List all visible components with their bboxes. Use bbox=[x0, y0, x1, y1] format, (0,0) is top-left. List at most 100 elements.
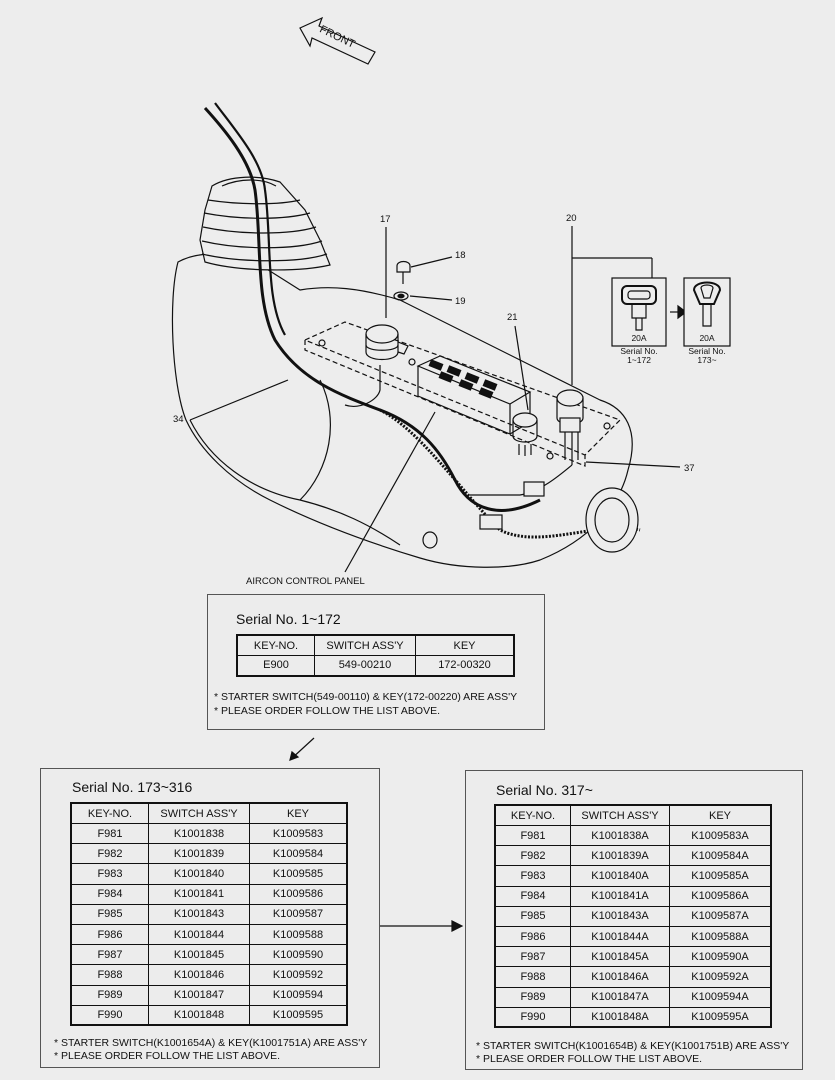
table-b-header-switch: SWITCH ASS'Y bbox=[148, 802, 250, 824]
table-cell: K1009587 bbox=[249, 903, 348, 925]
table-c-header-switch: SWITCH ASS'Y bbox=[570, 804, 670, 826]
table-cell: F984 bbox=[70, 883, 149, 905]
table-a-cell: 172-00320 bbox=[415, 655, 515, 676]
table-cell: F984 bbox=[494, 885, 571, 907]
table-cell: K1009588 bbox=[249, 923, 348, 946]
table-cell: F990 bbox=[494, 1006, 571, 1028]
table-cell: K1009590A bbox=[669, 946, 772, 968]
table-cell: F985 bbox=[70, 903, 149, 925]
table-cell: K1009592 bbox=[249, 964, 348, 986]
key-serial-label-1: Serial No. bbox=[620, 345, 658, 356]
key-caption-2: 20A Serial No. 173~ bbox=[677, 333, 737, 366]
table-cell: F982 bbox=[70, 843, 149, 865]
key-serial-range-1: 1~172 bbox=[627, 355, 651, 365]
table-a-note-2: * PLEASE ORDER FOLLOW THE LIST ABOVE. bbox=[214, 705, 441, 717]
table-cell: K1001847 bbox=[148, 984, 250, 1006]
table-cell: F986 bbox=[494, 925, 571, 948]
table-cell: F986 bbox=[70, 923, 149, 946]
table-cell: K1001838A bbox=[570, 824, 670, 847]
table-a-note-1: * STARTER SWITCH(549-00110) & KEY(172-00… bbox=[214, 691, 518, 703]
table-cell: K1009592A bbox=[669, 966, 772, 988]
callout-17: 17 bbox=[380, 214, 391, 225]
table-c-header-key-no: KEY-NO. bbox=[494, 804, 571, 826]
table-row: E900 549-00210 172-00320 bbox=[236, 655, 515, 676]
table-cell: F981 bbox=[494, 824, 571, 847]
table-b-note-2: * PLEASE ORDER FOLLOW THE LIST ABOVE. bbox=[54, 1050, 281, 1062]
table-cell: K1001843A bbox=[570, 905, 670, 927]
table-cell: K1001843 bbox=[148, 903, 250, 925]
table-a-cell: 549-00210 bbox=[314, 655, 416, 676]
table-cell: K1009595 bbox=[249, 1004, 348, 1026]
callout-21: 21 bbox=[507, 312, 518, 323]
table-cell: K1001841A bbox=[570, 885, 670, 907]
table-cell: K1009590 bbox=[249, 944, 348, 966]
table-cell: F985 bbox=[494, 905, 571, 927]
table-cell: K1001844 bbox=[148, 923, 250, 946]
table-cell: K1001847A bbox=[570, 986, 670, 1008]
table-cell: K1001845 bbox=[148, 944, 250, 966]
key-code-2: 20A bbox=[699, 333, 715, 343]
table-cell: K1009585 bbox=[249, 863, 348, 885]
table-cell: F983 bbox=[494, 865, 571, 887]
table-cell: K1001839A bbox=[570, 845, 670, 867]
table-cell: K1009586 bbox=[249, 883, 348, 905]
table-a-header-key-no: KEY-NO. bbox=[236, 634, 315, 656]
front-arrow bbox=[299, 16, 376, 65]
table-cell: K1001845A bbox=[570, 946, 670, 968]
table-cell: K1001840A bbox=[570, 865, 670, 887]
key-caption-1: 20A Serial No. 1~172 bbox=[609, 333, 669, 366]
table-cell: F982 bbox=[494, 845, 571, 867]
table-cell: K1001838 bbox=[148, 822, 250, 845]
callout-19: 19 bbox=[455, 296, 466, 307]
key-code-1: 20A bbox=[631, 333, 647, 343]
table-c-header-key: KEY bbox=[669, 804, 772, 826]
table-b-title: Serial No. 173~316 bbox=[72, 779, 193, 795]
table-a-title: Serial No. 1~172 bbox=[236, 611, 341, 627]
key-serial-range-2: 173~ bbox=[697, 355, 717, 365]
table-b-header-key-no: KEY-NO. bbox=[70, 802, 149, 824]
table-cell: K1009586A bbox=[669, 885, 772, 907]
table-cell: F983 bbox=[70, 863, 149, 885]
table-cell: K1009583A bbox=[669, 824, 772, 847]
table-cell: K1001841 bbox=[148, 883, 250, 905]
table-cell: K1009594A bbox=[669, 986, 772, 1008]
table-cell: K1001840 bbox=[148, 863, 250, 885]
table-cell: K1001848A bbox=[570, 1006, 670, 1028]
table-cell: F987 bbox=[494, 946, 571, 968]
table-cell: F988 bbox=[70, 964, 149, 986]
table-c-note-1: * STARTER SWITCH(K1001654B) & KEY(K10017… bbox=[476, 1040, 790, 1052]
table-cell: K1009594 bbox=[249, 984, 348, 1006]
key-serial-label-2: Serial No. bbox=[688, 345, 726, 356]
table-cell: K1001839 bbox=[148, 843, 250, 865]
table-c-title: Serial No. 317~ bbox=[496, 782, 593, 798]
table-cell: K1009583 bbox=[249, 822, 348, 845]
callout-20: 20 bbox=[566, 213, 577, 224]
table-cell: F988 bbox=[494, 966, 571, 988]
callout-37: 37 bbox=[684, 463, 695, 474]
table-cell: K1009587A bbox=[669, 905, 772, 927]
table-cell: K1001844A bbox=[570, 925, 670, 948]
table-cell: K1009595A bbox=[669, 1006, 772, 1028]
table-cell: K1009588A bbox=[669, 925, 772, 948]
table-cell: K1001848 bbox=[148, 1004, 250, 1026]
table-cell: F989 bbox=[494, 986, 571, 1008]
